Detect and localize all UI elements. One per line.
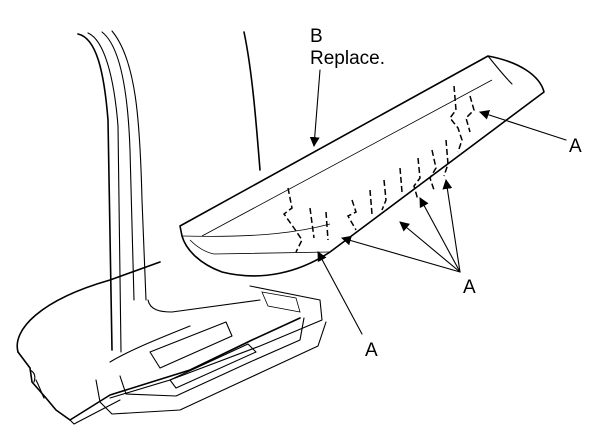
part-b-letter: B	[310, 26, 323, 47]
clip-label-bottom: A	[365, 340, 378, 361]
lower-sill-panel	[16, 261, 327, 425]
leader-lines	[309, 69, 567, 335]
door-pillar	[77, 30, 261, 353]
part-b-replace-note: Replace.	[310, 48, 385, 69]
clips-a	[282, 85, 475, 253]
molding-b	[179, 55, 545, 277]
clip-label-bottom-right: A	[463, 277, 476, 298]
clip-label-right: A	[569, 136, 582, 157]
